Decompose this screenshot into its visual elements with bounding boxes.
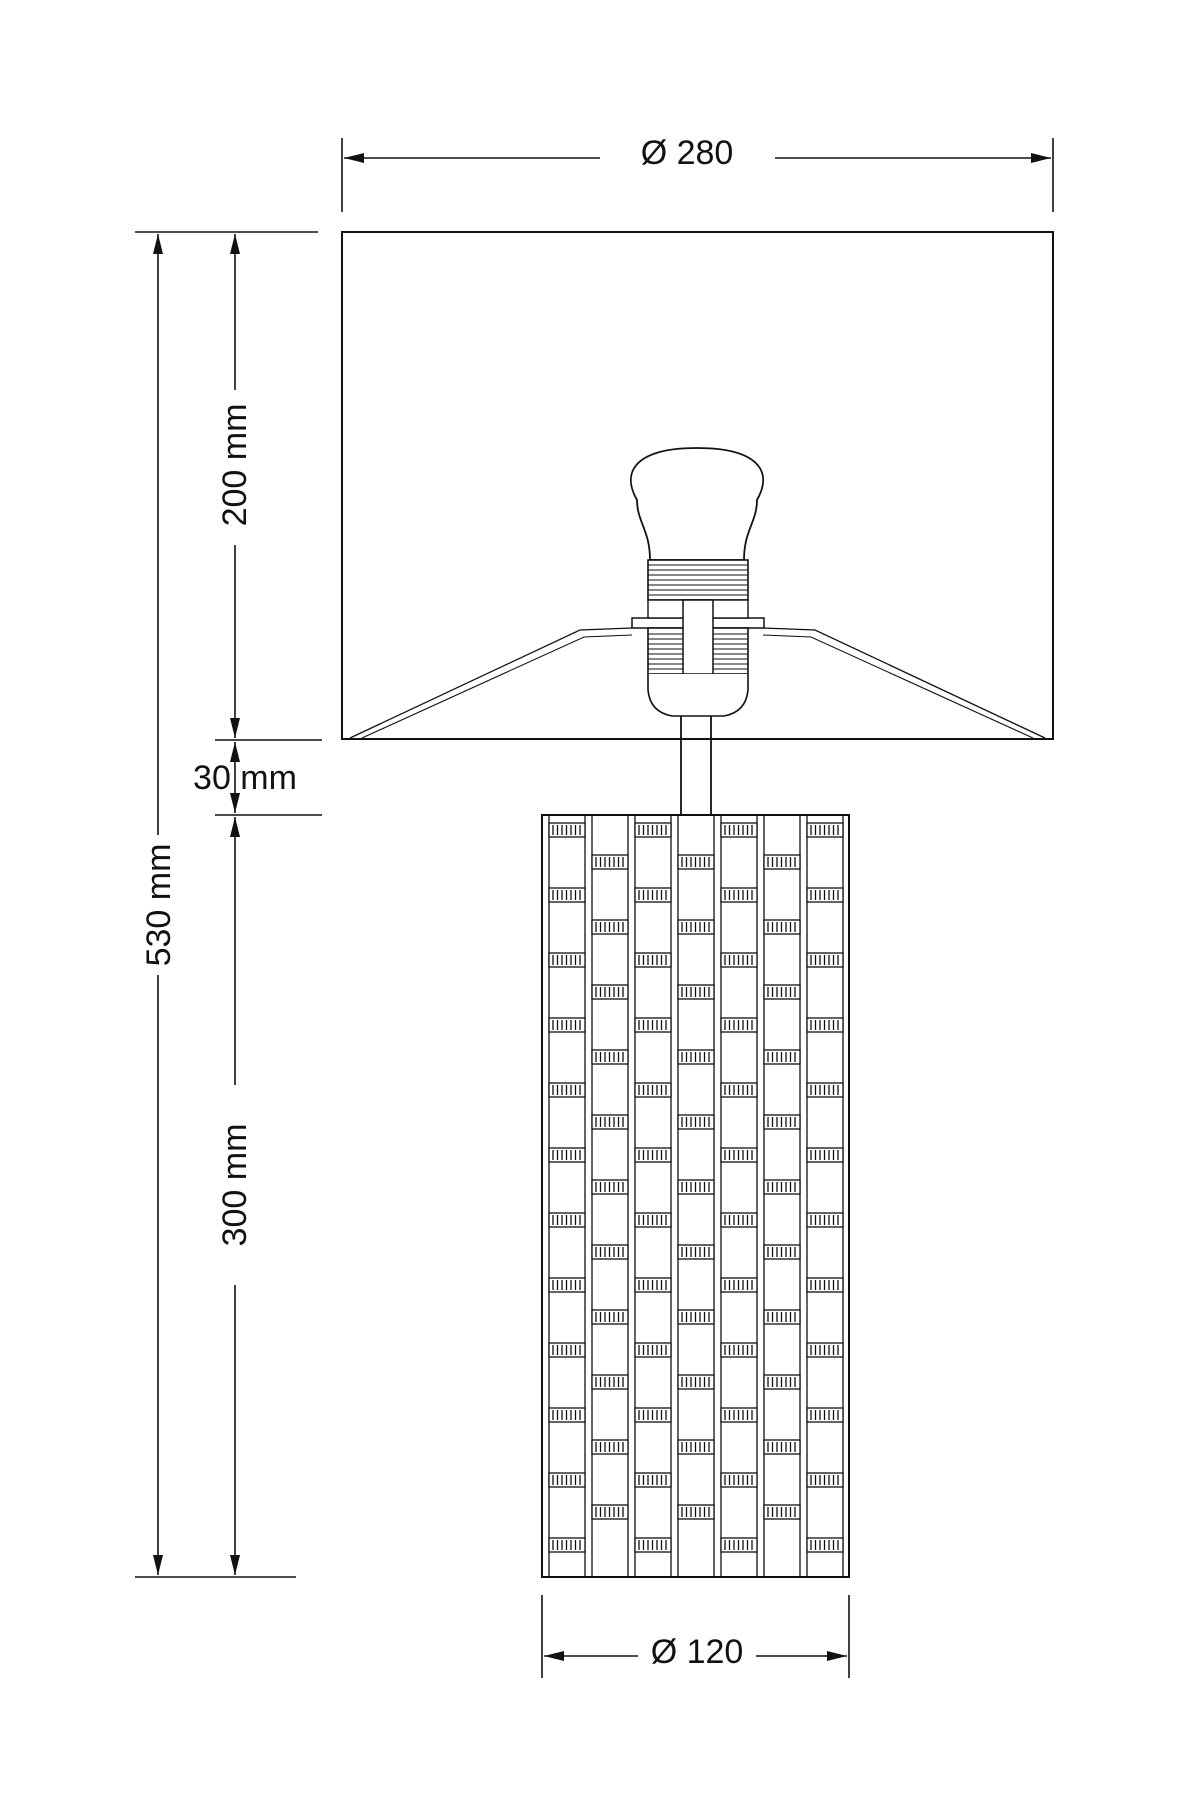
weave-strap (806, 1147, 844, 1163)
weave-strap (677, 919, 715, 935)
weave-strap (548, 1407, 586, 1423)
weave-strap (763, 1439, 801, 1455)
weave-strap (763, 919, 801, 935)
weave-strap (548, 952, 586, 968)
shade-diameter-dimension (341, 138, 1054, 212)
weave-strap (548, 1277, 586, 1293)
weave-strap (634, 1017, 672, 1033)
total-height-label: 530 mm (140, 844, 178, 967)
weave-strap (634, 1342, 672, 1358)
weave-strap (634, 1472, 672, 1488)
woven-base (541, 814, 850, 1578)
weave-strap (634, 1407, 672, 1423)
weave-strap (591, 984, 629, 1000)
weave-strap (806, 1472, 844, 1488)
weave-strap (720, 822, 758, 838)
lamp-neck (680, 716, 712, 816)
weave-strap (720, 1277, 758, 1293)
weave-strap (720, 1212, 758, 1228)
weave-strap (591, 1374, 629, 1390)
weave-strap (548, 1147, 586, 1163)
weave-strap (677, 1439, 715, 1455)
weave-strap (763, 1179, 801, 1195)
weave-strap (677, 984, 715, 1000)
weave-strap (548, 887, 586, 903)
weave-strap (806, 1277, 844, 1293)
weave-strap (763, 854, 801, 870)
weave-strap (806, 1212, 844, 1228)
weave-strap (634, 887, 672, 903)
weave-strap (720, 1472, 758, 1488)
weave-strap (677, 1309, 715, 1325)
weave-strap (763, 1309, 801, 1325)
weave-strap (591, 1114, 629, 1130)
weave-strap (548, 1342, 586, 1358)
weave-strap (677, 1049, 715, 1065)
weave-strap (634, 1277, 672, 1293)
weave-strap (591, 1179, 629, 1195)
base-diameter-label: Ø 120 (651, 1633, 744, 1671)
weave-strap (806, 822, 844, 838)
weave-strap (591, 1244, 629, 1260)
weave-strap (634, 1537, 672, 1553)
weave-strap (548, 1472, 586, 1488)
weave-strap (591, 1309, 629, 1325)
weave-strap (763, 984, 801, 1000)
weave-strap (634, 1082, 672, 1098)
weave-strap (720, 1017, 758, 1033)
weave-strap (720, 952, 758, 968)
weave-strap (634, 1147, 672, 1163)
shade-diameter-label: Ø 280 (641, 134, 734, 172)
weave-strap (763, 1049, 801, 1065)
weave-strap (720, 1407, 758, 1423)
weave-strap (763, 1504, 801, 1520)
weave-strap (677, 1374, 715, 1390)
weave-strap (548, 822, 586, 838)
weave-strap (677, 1179, 715, 1195)
weave-strap (720, 1537, 758, 1553)
weave-strap (548, 1017, 586, 1033)
lamp-shade (341, 231, 1054, 740)
shade-height-label: 200 mm (216, 404, 254, 527)
weave-strap (720, 1147, 758, 1163)
weave-strap (677, 854, 715, 870)
extension-lines (135, 231, 322, 1578)
weave-strap (763, 1374, 801, 1390)
weave-strap (720, 1342, 758, 1358)
weave-strap (806, 1537, 844, 1553)
weave-strap (806, 1017, 844, 1033)
weave-strap (720, 1082, 758, 1098)
weave-strap (634, 822, 672, 838)
weave-strap (634, 952, 672, 968)
weave-strap (763, 1114, 801, 1130)
weave-strap (806, 1407, 844, 1423)
weave-strap (634, 1212, 672, 1228)
base-height-label: 300 mm (216, 1124, 254, 1247)
light-bulb (630, 447, 764, 561)
weave-strap (763, 1244, 801, 1260)
weave-strap (806, 952, 844, 968)
weave-strap (677, 1114, 715, 1130)
weave-strap (548, 1537, 586, 1553)
weave-strap (806, 1082, 844, 1098)
weave-strap (591, 854, 629, 870)
weave-strap (591, 919, 629, 935)
weave-strap (677, 1244, 715, 1260)
weave-strap (591, 1439, 629, 1455)
weave-strap (548, 1212, 586, 1228)
weave-strap (720, 887, 758, 903)
weave-strap (806, 1342, 844, 1358)
weave-strap (591, 1504, 629, 1520)
weave-strap (591, 1049, 629, 1065)
weave-strap (548, 1082, 586, 1098)
base-diameter-dimension (541, 1595, 850, 1678)
weave-strap (677, 1504, 715, 1520)
neck-height-label: 30 mm (193, 759, 297, 797)
lamp-socket (631, 559, 765, 717)
weave-strap (806, 887, 844, 903)
